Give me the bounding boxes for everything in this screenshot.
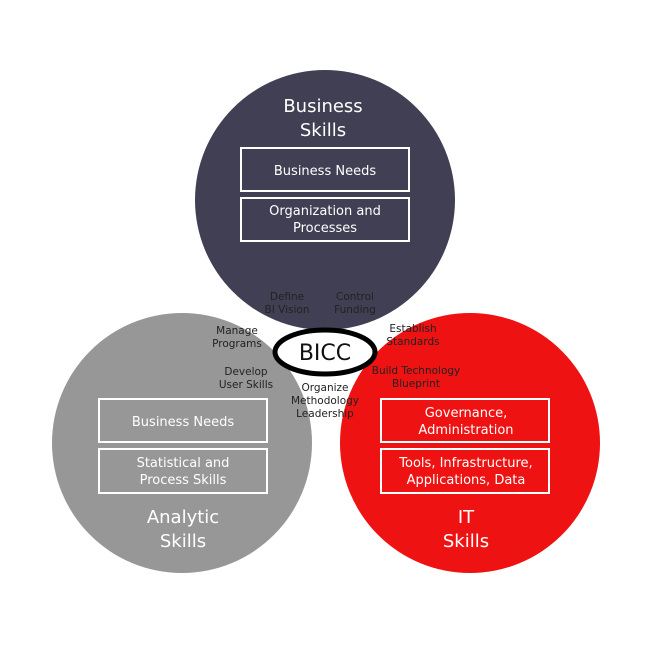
organization-processes-label-2: Processes: [293, 221, 357, 236]
bicc-label: BICC: [299, 341, 351, 366]
business-title-line2: Skills: [300, 120, 346, 141]
develop-user-skills-label-1: Develop: [224, 366, 268, 378]
business-needs-box: [240, 147, 410, 192]
governance-label-2: Administration: [418, 423, 513, 438]
governance-box: [380, 398, 550, 443]
bicc-ellipse: [272, 327, 378, 377]
business-skills-group: Business Skills Business Needs Organizat…: [240, 96, 410, 242]
tools-box: [380, 448, 550, 494]
business-title-line1: Business: [283, 96, 362, 117]
define-bi-vision-label-1: Define: [270, 291, 304, 303]
develop-user-skills-label-2: User Skills: [219, 379, 273, 391]
analytic-title-line2: Skills: [160, 531, 206, 552]
manage-programs-label-1: Manage: [216, 325, 258, 337]
build-technology-blueprint-label-2: Blueprint: [392, 378, 440, 390]
organization-processes-label-1: Organization and: [269, 204, 381, 219]
control-funding-label-2: Funding: [334, 304, 376, 316]
control-funding-label-1: Control: [336, 291, 374, 303]
statistical-process-label-1: Statistical and: [137, 456, 230, 471]
organization-processes-box: [240, 197, 410, 242]
analytic-title-line1: Analytic: [147, 507, 219, 528]
establish-standards-label-1: Establish: [389, 323, 436, 335]
analytic-business-needs-label: Business Needs: [132, 415, 234, 430]
statistical-process-label-2: Process Skills: [140, 473, 227, 488]
business-needs-label: Business Needs: [274, 164, 376, 179]
it-title-line2: Skills: [443, 531, 489, 552]
analytic-business-needs-box: [98, 398, 268, 443]
analytic-skills-group: Business Needs Statistical and Process S…: [98, 398, 268, 552]
tools-label-2: Applications, Data: [407, 473, 526, 488]
governance-label-1: Governance,: [425, 406, 508, 421]
organize-label-3: Leadership: [296, 408, 354, 420]
tools-label-1: Tools, Infrastructure,: [398, 456, 532, 471]
define-bi-vision-label-2: BI Vision: [265, 304, 310, 316]
establish-standards-label-2: Standards: [386, 336, 439, 348]
it-skills-group: Governance, Administration Tools, Infras…: [380, 398, 550, 552]
overlap-labels: Define BI Vision Control Funding Manage …: [212, 291, 460, 420]
it-title-line1: IT: [458, 507, 475, 528]
business-skills-circle: [195, 70, 455, 330]
organize-label-1: Organize: [301, 382, 348, 394]
statistical-process-box: [98, 448, 268, 494]
build-technology-blueprint-label-1: Build Technology: [372, 365, 461, 377]
manage-programs-label-2: Programs: [212, 338, 262, 350]
organize-label-2: Methodology: [291, 395, 359, 407]
